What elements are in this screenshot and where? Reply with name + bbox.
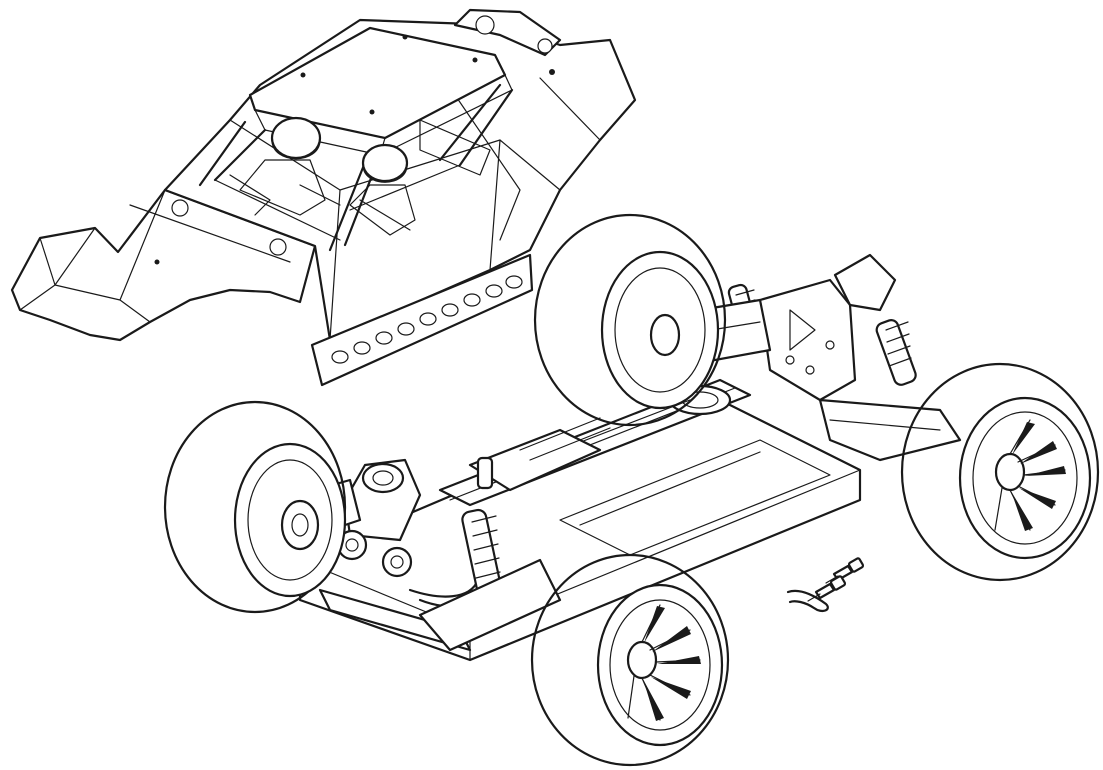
- engine: [336, 458, 492, 608]
- body-shell: [10, 8, 637, 387]
- wheel-front-right: [900, 362, 1100, 582]
- driver-figure-front: [239, 116, 326, 216]
- wheel-front-left: [530, 553, 730, 767]
- wheel-rear-left: [533, 213, 727, 427]
- side-vent-strip: [310, 253, 534, 387]
- screw-icon: [825, 557, 865, 584]
- body-clip-icon: [786, 589, 829, 613]
- mounting-hardware: [786, 557, 865, 613]
- wheel-rear-left-lower: [163, 400, 347, 614]
- front-shock-right: [875, 319, 917, 386]
- front-shock-tower: [758, 253, 897, 402]
- screw-icon: [807, 575, 847, 602]
- driver-figure-rear: [349, 143, 416, 236]
